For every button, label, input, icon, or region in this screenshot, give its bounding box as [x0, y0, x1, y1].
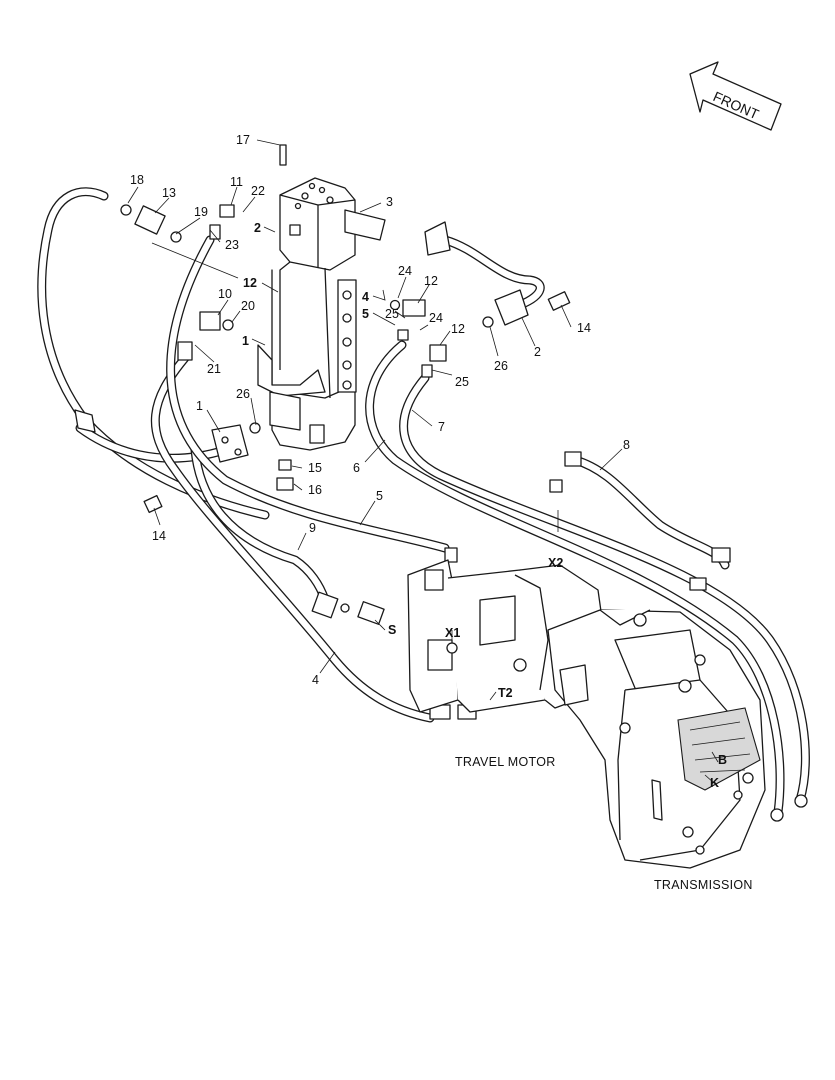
callout-4: 4 [312, 673, 319, 687]
callout-2-right: 2 [534, 345, 541, 359]
callout-14-right: 14 [577, 321, 591, 335]
callout-5-bold: 5 [362, 307, 369, 321]
callout-4-bold: 4 [362, 290, 369, 304]
callout-k: K [710, 776, 719, 790]
callouts: 17 18 13 11 22 19 23 2 3 12 10 20 1 21 2… [130, 133, 753, 892]
callout-x1: X1 [445, 626, 460, 640]
callout-12-mid: 12 [451, 322, 465, 336]
transmission [547, 609, 808, 869]
callout-24-mid: 24 [429, 311, 443, 325]
callout-11: 11 [230, 175, 243, 189]
callout-7: 7 [438, 420, 445, 434]
callout-26-left: 26 [236, 387, 250, 401]
callout-12-bold: 12 [243, 276, 257, 290]
callout-6: 6 [353, 461, 360, 475]
callout-1-bold: 1 [242, 334, 249, 348]
callout-19: 19 [194, 205, 208, 219]
callout-2-top: 2 [254, 221, 261, 235]
callout-9: 9 [309, 521, 316, 535]
callout-b: B [718, 753, 727, 767]
callout-15: 15 [308, 461, 322, 475]
callout-26-right: 26 [494, 359, 508, 373]
callout-14-left: 14 [152, 529, 166, 543]
callout-x2: X2 [548, 556, 563, 570]
callout-5: 5 [376, 489, 383, 503]
callout-22: 22 [251, 184, 265, 198]
callout-23: 23 [225, 238, 239, 252]
callout-s: S [388, 623, 396, 637]
front-arrow-icon: FRONT [689, 61, 782, 131]
callout-8: 8 [623, 438, 630, 452]
callout-16: 16 [308, 483, 322, 497]
travel-motor-caption: TRAVEL MOTOR [455, 755, 556, 769]
fittings [74, 204, 731, 720]
callout-20: 20 [241, 299, 255, 313]
callout-1-left: 1 [196, 399, 203, 413]
hoses [37, 187, 810, 817]
callout-t2: T2 [498, 686, 513, 700]
callout-18: 18 [130, 173, 144, 187]
transmission-caption: TRANSMISSION [654, 878, 753, 892]
callout-25-bottom: 25 [455, 375, 469, 389]
callout-10: 10 [218, 287, 232, 301]
swivel-joint [257, 144, 386, 491]
callout-21: 21 [207, 362, 221, 376]
callout-3: 3 [386, 195, 393, 209]
leaders [127, 139, 719, 784]
callout-17: 17 [236, 133, 250, 147]
callout-13: 13 [162, 186, 176, 200]
travel-motor [407, 559, 606, 713]
callout-12-top: 12 [424, 274, 438, 288]
callout-24-top: 24 [398, 264, 412, 278]
callout-25-top: 25 [385, 307, 399, 321]
